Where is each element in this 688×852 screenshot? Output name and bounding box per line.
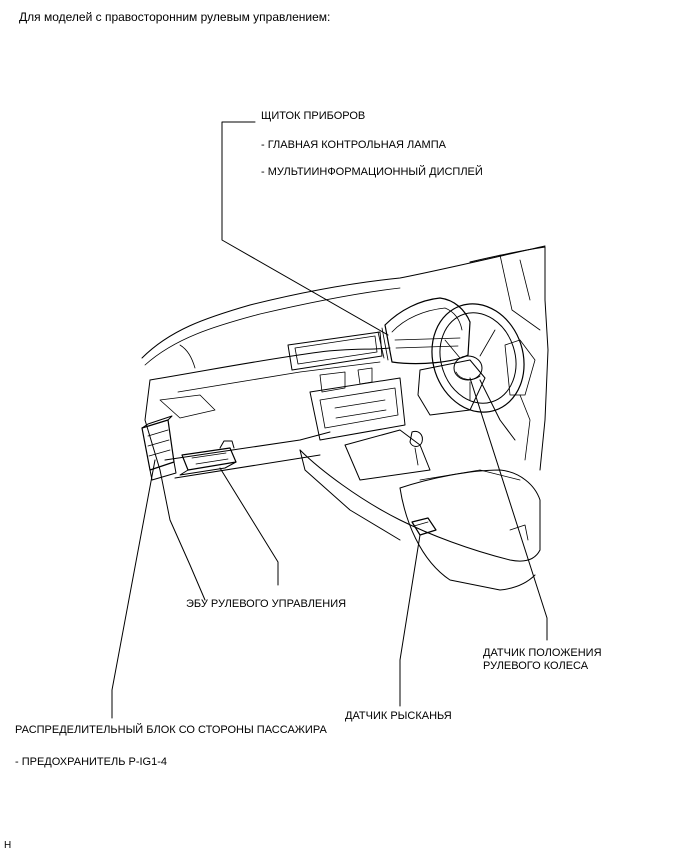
leader-steering-sensor xyxy=(469,377,548,641)
label-multi-display: - МУЛЬТИИНФОРМАЦИОННЫЙ ДИСПЛЕЙ xyxy=(261,166,483,178)
footer-code: H xyxy=(4,840,12,851)
label-combination-meter: ЩИТОК ПРИБОРОВ xyxy=(261,110,366,122)
steering-ecu xyxy=(179,440,237,476)
leader-steering-ecu xyxy=(219,467,279,586)
label-yaw-sensor: ДАТЧИК РЫСКАНЬЯ xyxy=(345,710,452,722)
leader-meter xyxy=(221,121,389,336)
label-fuse: - ПРЕДОХРАНИТЕЛЬ P-IG1-4 xyxy=(15,756,167,768)
yaw-rate-sensor xyxy=(411,517,437,536)
label-steering-sensor-2: РУЛЕВОГО КОЛЕСА xyxy=(483,660,589,672)
leader-yaw-sensor xyxy=(399,534,421,707)
dashboard-drawing xyxy=(141,245,549,601)
junction-block xyxy=(141,415,177,481)
leader-lines xyxy=(111,121,548,719)
page-header: Для моделей с правосторонним рулевым упр… xyxy=(19,10,331,24)
combination-meter xyxy=(377,297,471,365)
label-steering-sensor-1: ДАТЧИК ПОЛОЖЕНИЯ xyxy=(483,647,602,659)
label-steering-ecu: ЭБУ РУЛЕВОГО УПРАВЛЕНИЯ xyxy=(186,598,347,610)
label-junction-block: РАСПРЕДЕЛИТЕЛЬНЫЙ БЛОК СО СТОРОНЫ ПАССАЖ… xyxy=(15,724,327,736)
steering-wheel xyxy=(431,303,525,413)
label-master-warning: - ГЛАВНАЯ КОНТРОЛЬНАЯ ЛАМПА xyxy=(261,139,446,151)
leader-junction-block xyxy=(111,459,156,719)
